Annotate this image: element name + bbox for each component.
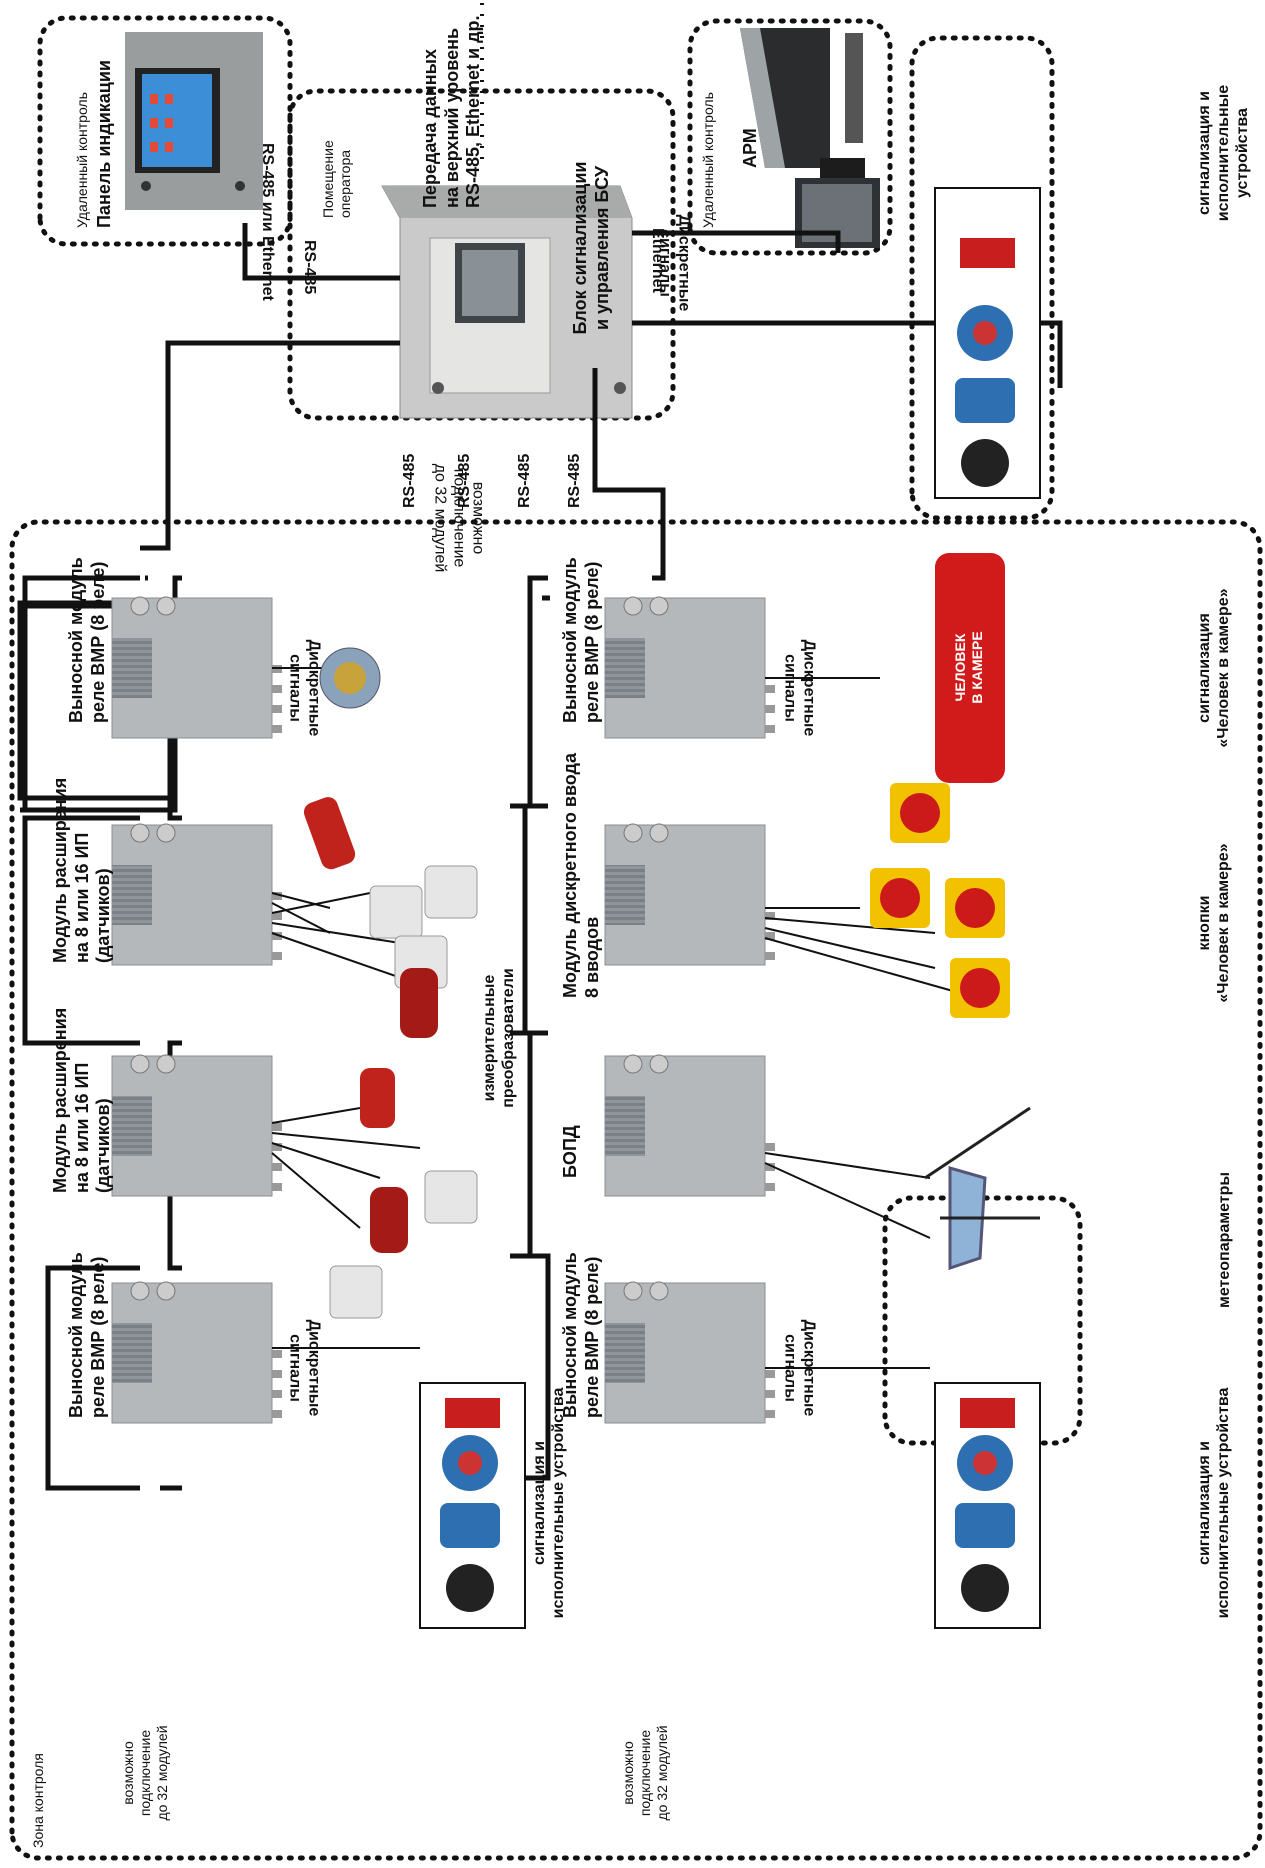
person-alarm-label: сигнализация «Человек в камере» [1196,588,1233,748]
module-vmr-1 [111,596,282,739]
module-bopd [604,1054,775,1197]
module-vmr-3 [604,596,775,739]
module-vmr-2 [111,1281,282,1424]
control-zone-label: Зона контроля [30,1753,46,1848]
meteo-zone [882,1195,1083,1446]
arm-label: АРМ [740,128,760,168]
person-in-chamber-sign [935,553,1005,783]
indication-panel-label: Панель индикации [94,60,114,228]
alarm-devices-top [934,187,1041,499]
alarm-devices-3-label: сигнализация и исполнительные устройства [1196,1387,1233,1619]
person-buttons-label: кнопки «Человек в камере» [1196,843,1233,1003]
alarm-devices-2-label: сигнализация и исполнительные устройства [531,1387,568,1619]
possible-32-left-2-label: возможно подключение до 32 модулей [620,1725,670,1821]
bsu-label: Блок сигнализации и управления БСУ [570,161,612,335]
expansion-1-label: Модуль расширения на 8 или 16 ИП (датчик… [50,777,114,963]
meteo-label: метеопараметры [1216,1171,1233,1308]
module-expansion-1 [111,823,282,966]
vmr-1-label: Выносной модуль реле ВМР (8 реле) [66,557,108,723]
data-transfer-label: Передача данных на верхний уровень RS-48… [420,15,484,208]
possible-32-left-1-label: возможно подключение до 32 модулей [120,1725,170,1821]
bsu-cabinet [381,185,633,419]
discrete-signals-4-label: Дискретные сигналы [781,1319,818,1417]
control-zone [9,519,1263,1861]
indication-panel-zone [37,15,293,247]
rs485-label: RS-485 [301,240,319,295]
discrete-signals-3-label: Дискретные сигналы [781,639,818,737]
vmr-3-label: Выносной модуль реле ВМР (8 реле) [560,557,602,723]
module-discrete-input [604,823,775,966]
expansion-2-label: Модуль расширения на 8 или 16 ИП (датчик… [50,1007,114,1193]
measuring-converters-label: измерительные преобразователи [481,968,518,1108]
person-buttons [870,783,1010,1018]
alarm-devices-top-label: сигнализация и исполнительные устройства [1196,84,1252,222]
sensors [303,647,478,1319]
person-sign-text: ЧЕЛОВЕК В КАМЕРЕ [952,631,985,704]
rs485-d-label: RS-485 [566,453,583,508]
discrete-signals-top-label: Дискретные сигналы [656,214,693,312]
discrete-signals-2-label: Дискретные сигналы [286,1319,323,1417]
module-expansion-2 [111,1054,282,1197]
rs485-or-ethernet-label: RS-485 или Ethernet [259,143,277,301]
remote-control-label-1: Удаленный контроль [74,92,90,228]
indication-panel [125,32,263,210]
rs485-c-label: RS-485 [516,453,533,508]
arm-zone [687,18,893,256]
rs485-a-label: RS-485 [401,453,418,508]
module-vmr-4 [604,1281,775,1424]
possible-32-center-label: возможно подключение до 32 модулей [431,463,487,573]
alarm-devices-top-zone [909,35,1055,521]
alarm-devices-left-bottom [419,1382,526,1629]
meteo-instruments [924,1106,1040,1271]
bopd-label: БОПД [560,1125,580,1178]
vmr-2-label: Выносной модуль реле ВМР (8 реле) [66,1252,108,1418]
remote-control-label-2: Удаленный контроль [700,92,716,228]
discrete-signals-1-label: Дискретные сигналы [286,639,323,737]
operator-room-label: Помещение оператора [320,140,353,218]
alarm-devices-right-bottom [934,1382,1041,1629]
discrete-input-label: Модуль дискретного ввода 8 вводов [560,753,602,998]
